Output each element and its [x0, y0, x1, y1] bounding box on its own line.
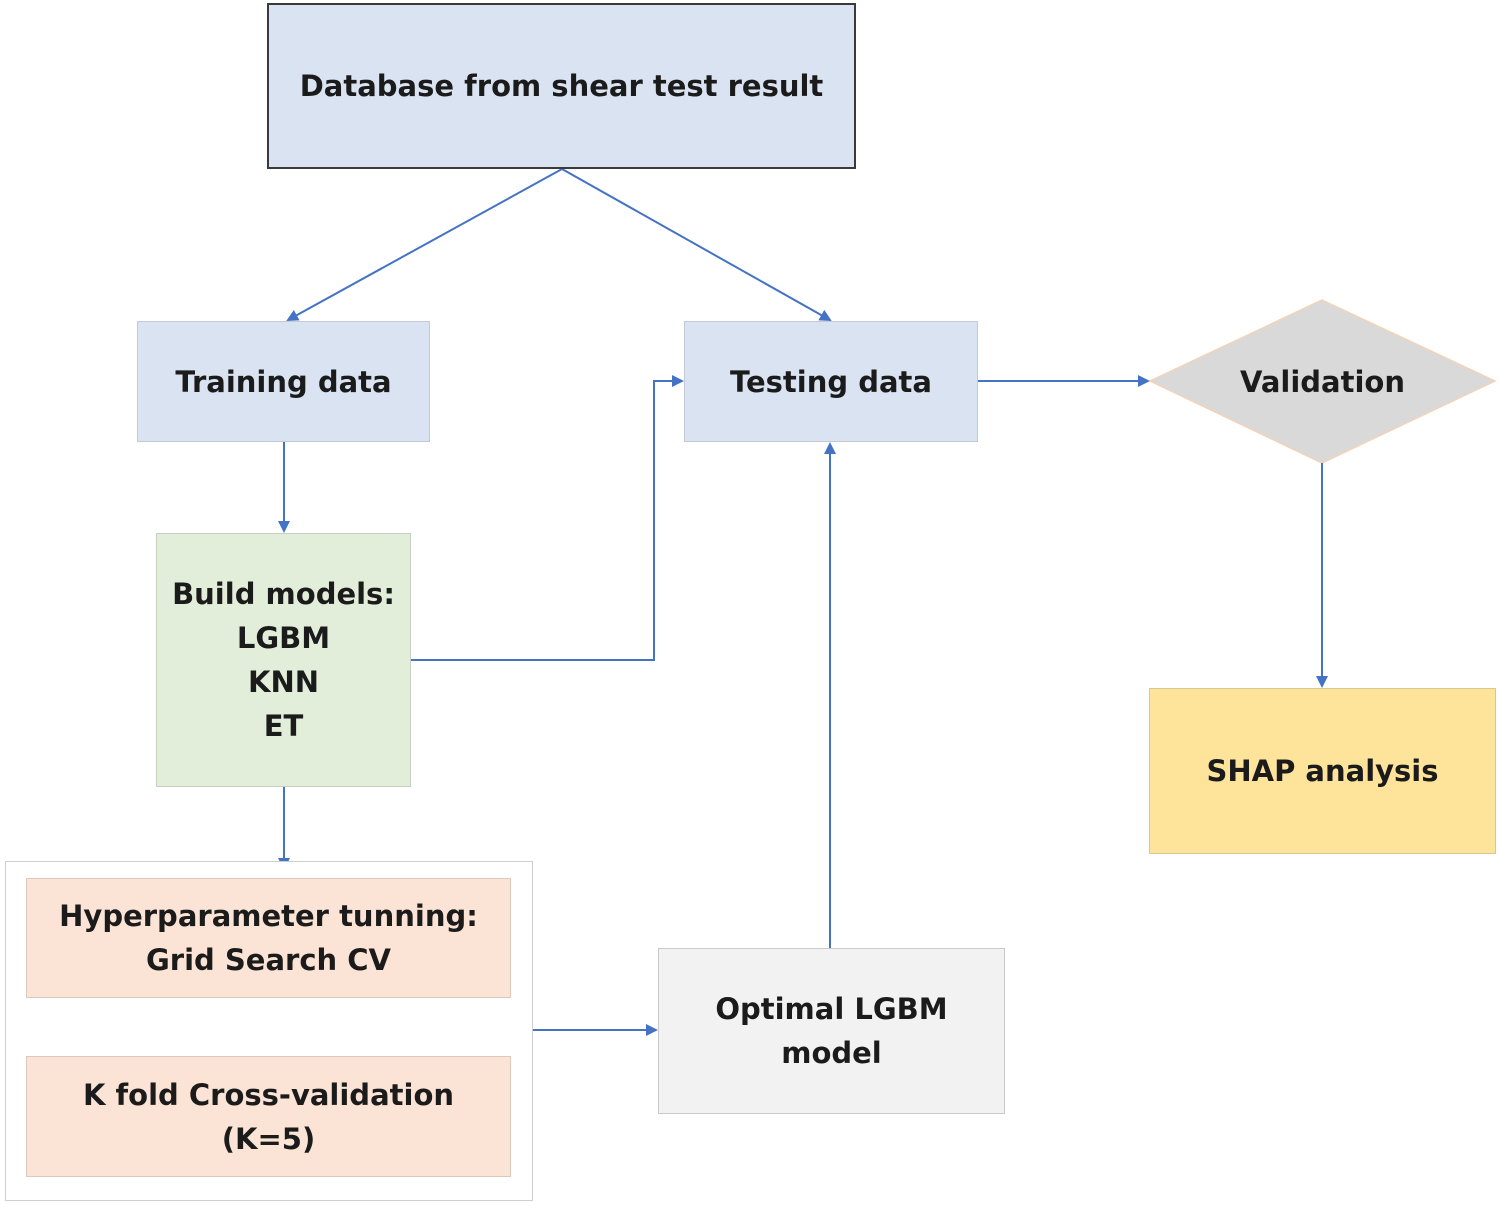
- arrow-build-to-testing: [411, 375, 684, 661]
- database-box: Database from shear test result: [267, 3, 856, 169]
- build-models-item-knn: KNN: [247, 665, 319, 699]
- hyperparameter-box: Hyperparameter tunning: Grid Search CV: [26, 878, 511, 998]
- validation-label: Validation: [1239, 364, 1405, 399]
- training-data-label: Training data: [175, 364, 392, 399]
- hyperparameter-method: Grid Search CV: [146, 943, 391, 977]
- build-models-box: Build models: LGBM KNN ET: [156, 533, 411, 787]
- validation-text: Validation: [1150, 300, 1495, 463]
- connectors: [153, 168, 1328, 1056]
- shap-analysis-label: SHAP analysis: [1206, 754, 1439, 788]
- build-models-item-et: ET: [263, 709, 304, 743]
- optimal-model-line2: model: [781, 1036, 882, 1070]
- build-models-title: Build models:: [172, 577, 395, 611]
- testing-data-label: Testing data: [730, 364, 932, 399]
- shap-analysis-box: SHAP analysis: [1149, 688, 1496, 854]
- arrow-database-to-training: [286, 168, 563, 321]
- database-label: Database from shear test result: [299, 69, 824, 103]
- kfold-box: K fold Cross-validation (K=5): [26, 1056, 511, 1177]
- kfold-param: (K=5): [221, 1121, 316, 1156]
- hyperparameter-title: Hyperparameter tunning:: [59, 899, 478, 933]
- optimal-model-box: Optimal LGBM model: [658, 948, 1005, 1114]
- testing-data-box: Testing data: [684, 321, 978, 442]
- build-models-item-lgbm: LGBM: [236, 621, 331, 655]
- kfold-title: K fold Cross-validation: [82, 1077, 455, 1112]
- optimal-model-line1: Optimal LGBM: [715, 992, 948, 1026]
- training-data-box: Training data: [137, 321, 430, 442]
- arrow-database-to-testing: [561, 168, 832, 321]
